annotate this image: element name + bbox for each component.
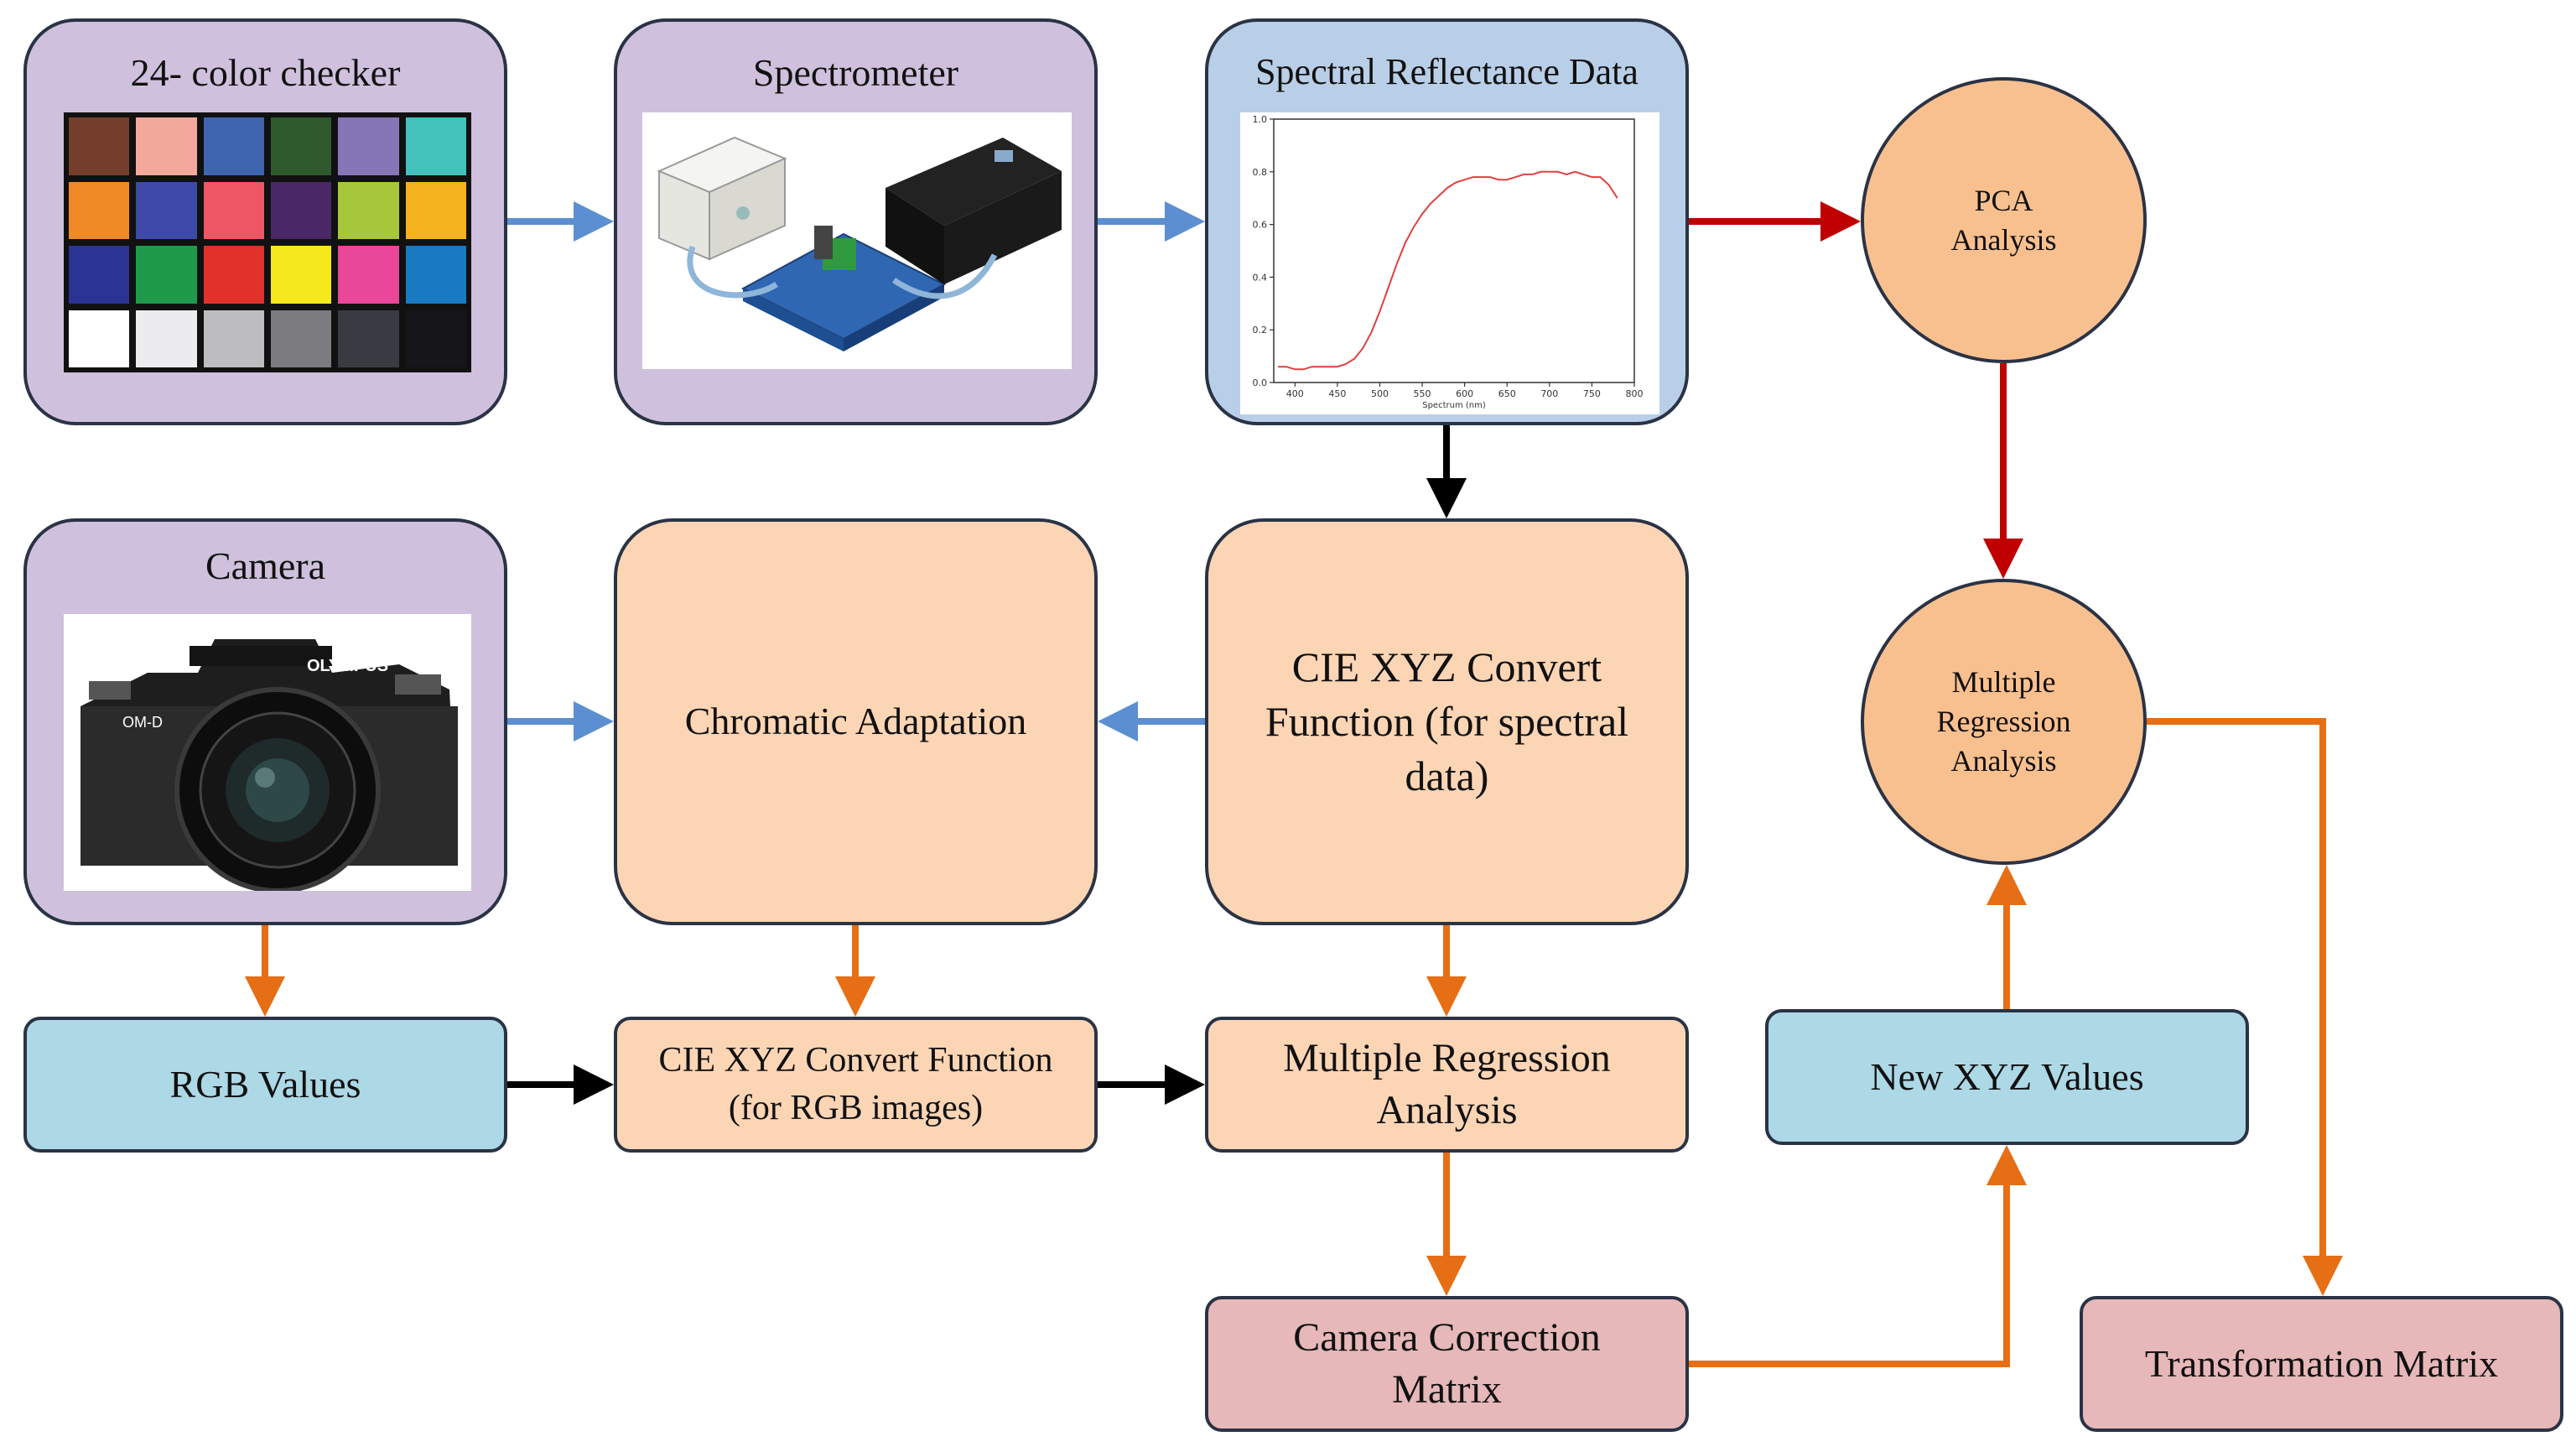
y-tick-label: 0.8	[1253, 167, 1268, 178]
camera-brand-text: OLYMPUS	[307, 657, 388, 675]
camera-illustration: OLYMPUS OM-D	[80, 639, 458, 891]
checker-patch	[136, 181, 197, 239]
color-checker-grid	[69, 117, 466, 367]
checker-patch	[136, 117, 197, 175]
multiple-regression-circle-node: Multiple Regression Analysis	[1861, 579, 2147, 865]
checker-patch	[405, 310, 466, 367]
y-tick-label: 0.4	[1253, 272, 1268, 283]
y-tick-label: 0.6	[1253, 220, 1268, 231]
camera-correction-matrix-node: Camera Correction Matrix	[1205, 1296, 1689, 1432]
multiple-regression-box-label: Multiple Regression Analysis	[1283, 1035, 1611, 1132]
x-tick-label: 500	[1371, 388, 1389, 399]
spectral-data-node: Spectral Reflectance Data 400 450 500 550 60…	[1205, 18, 1689, 425]
color-checker-label: 24- color checker	[130, 51, 401, 94]
multiple-regression-circle-label: Multiple Regression Analysis	[1936, 665, 2071, 778]
x-tick-label: 400	[1286, 388, 1304, 399]
new-xyz-values-label: New XYZ Values	[1870, 1054, 2144, 1098]
y-tick-label: 0.0	[1253, 377, 1268, 388]
cie-xyz-spectral-label: CIE XYZ Convert Function (for spectral d…	[1265, 643, 1629, 799]
checker-patch	[203, 117, 264, 175]
chromatic-adaptation-label: Chromatic Adaptation	[684, 700, 1027, 743]
spectrometer-node: Spectrometer	[614, 18, 1098, 425]
color-checker-image	[64, 112, 471, 372]
color-checker-node: 24- color checker	[23, 18, 507, 425]
spectrometer-image	[642, 112, 1072, 369]
rgb-values-label: RGB Values	[169, 1062, 361, 1106]
cie-xyz-rgb-label: CIE XYZ Convert Function (for RGB images…	[658, 1041, 1053, 1127]
camera-image: OLYMPUS OM-D	[64, 614, 471, 891]
spectrometer-label: Spectrometer	[752, 51, 959, 94]
multiple-regression-box-node: Multiple Regression Analysis	[1205, 1017, 1689, 1153]
new-xyz-values-node: New XYZ Values	[1765, 1009, 2249, 1145]
chromatic-adaptation-node: Chromatic Adaptation	[614, 518, 1098, 925]
checker-patch	[338, 246, 399, 304]
checker-patch	[338, 117, 399, 175]
x-tick-label: 750	[1583, 388, 1601, 399]
checker-patch	[271, 310, 332, 367]
checker-patch	[203, 181, 264, 239]
checker-patch	[338, 310, 399, 367]
checker-patch	[69, 246, 130, 304]
x-tick-label: 450	[1328, 388, 1346, 399]
checker-patch	[338, 181, 399, 239]
checker-patch	[405, 246, 466, 304]
checker-patch	[203, 246, 264, 304]
y-tick-label: 0.2	[1253, 325, 1268, 336]
checker-patch	[271, 246, 332, 304]
camera-correction-matrix-label: Camera Correction Matrix	[1293, 1314, 1601, 1412]
cie-xyz-rgb-node: CIE XYZ Convert Function (for RGB images…	[614, 1017, 1098, 1153]
spectral-chart-panel: 400 450 500 550 600 650 700 750 800 0.0 0.2 0.4 0.6 0…	[1240, 112, 1659, 414]
spectral-data-label: Spectral Reflectance Data	[1255, 51, 1639, 92]
pca-analysis-label: PCA Analysis	[1950, 183, 2057, 257]
camera-model-text: OM-D	[122, 714, 163, 731]
rgb-values-node: RGB Values	[23, 1017, 507, 1153]
checker-patch	[69, 181, 130, 239]
x-tick-label: 700	[1540, 388, 1558, 399]
x-axis-label: Spectrum (nm)	[1422, 401, 1486, 410]
y-tick-label: 1.0	[1253, 114, 1268, 125]
camera-label: Camera	[205, 544, 326, 587]
cie-xyz-spectral-node: CIE XYZ Convert Function (for spectral d…	[1205, 518, 1689, 925]
spectral-reflectance-chart: 400 450 500 550 600 650 700 750 800 0.0 0.2 0.4 0.6 0…	[1253, 114, 1644, 410]
pca-analysis-node: PCA Analysis	[1861, 77, 2147, 363]
x-tick-label: 800	[1626, 388, 1644, 399]
transformation-matrix-label: Transformation Matrix	[2144, 1341, 2499, 1385]
checker-patch	[136, 310, 197, 367]
x-tick-label: 600	[1456, 388, 1473, 399]
spectrometer-illustration	[657, 136, 1062, 351]
x-tick-label: 650	[1498, 388, 1516, 399]
transformation-matrix-node: Transformation Matrix	[2080, 1296, 2563, 1432]
checker-patch	[136, 246, 197, 304]
x-tick-label: 550	[1414, 388, 1431, 399]
chart-frame	[1273, 118, 1635, 383]
checker-patch	[69, 117, 130, 175]
camera-node: Camera OLYMPUS OM-D	[23, 518, 507, 925]
arrow-regression-circle-to-transform-matrix	[2147, 718, 2343, 1296]
arrow-camera-matrix-to-new-xyz	[1689, 1145, 2027, 1367]
checker-patch	[271, 181, 332, 239]
checker-patch	[271, 117, 332, 175]
checker-patch	[203, 310, 264, 367]
checker-patch	[69, 310, 130, 367]
checker-patch	[405, 181, 466, 239]
checker-patch	[405, 117, 466, 175]
reflectance-series-line	[1278, 170, 1618, 371]
